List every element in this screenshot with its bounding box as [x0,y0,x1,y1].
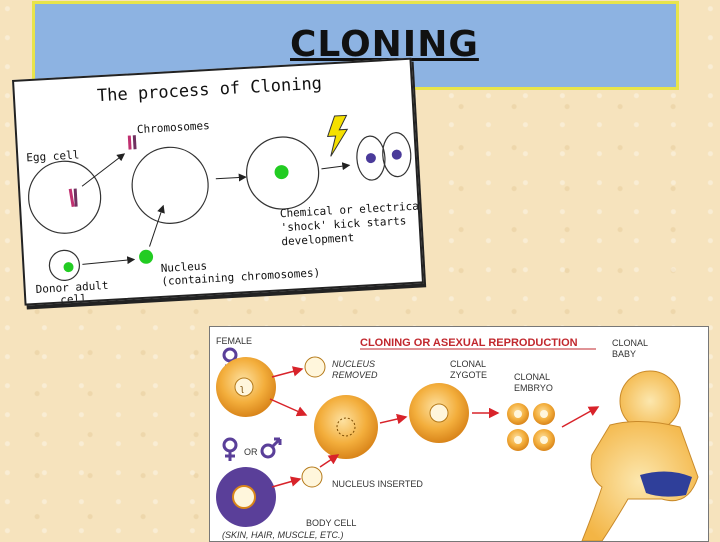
diagram-heading: CLONING OR ASEXUAL REPRODUCTION [360,337,578,349]
cloning-process-diagram: The process of Cloning Chromosomes Egg c… [12,57,424,306]
lightning-bolt-icon [326,114,349,157]
free-nucleus [139,249,154,264]
donor-label-2: cell [60,292,87,303]
zygote-arrow [379,413,408,425]
empty-nucleus-site [336,417,356,437]
donor-adult-cell [48,249,81,281]
clonal-embryo [507,403,555,451]
enucleated-egg [314,395,378,459]
extract-donor-arrow [271,476,302,488]
baby-arrow [561,406,600,428]
body-cell-nucleus [232,485,256,509]
donor-label-1: Donor adult [35,279,108,296]
clonal-zygote-label-2: ZYGOTE [450,370,487,380]
egg-cell [28,160,102,234]
egg-cell-label: Egg cell [26,148,80,164]
donor-nucleus [63,262,74,273]
extracted-chromosomes-icon [127,135,137,150]
zygote-nucleus [429,403,449,423]
or-label: OR [244,447,258,457]
remove-arrow [271,366,304,378]
inserted-nucleus [274,165,289,180]
chromosomes-label: Chromosomes [137,119,210,136]
egg-nucleus [234,377,254,397]
clonal-baby-figure [581,370,699,541]
nucleus-removed-label-1: NUCLEUS [332,359,375,369]
enucleated-egg-cell [131,146,209,224]
division-arrow [321,162,351,171]
nucleus-label-1: Nucleus [160,259,207,275]
clonal-embryo-label-1: CLONAL [514,372,550,382]
donor-nucleus [301,466,323,488]
asexual-reproduction-svg: FEMALE CLONING OR ASEXUAL REPRODUCTION C… [216,336,699,541]
nucleus-inserted-label: NUCLEUS INSERTED [332,479,423,489]
clonal-baby-label-2: BABY [612,349,636,359]
removed-nucleus [304,356,326,378]
clonal-embryo-label-2: EMBRYO [514,383,553,393]
extract-arrow [81,153,126,187]
dividing-cells [356,132,412,181]
body-cell-label-1: BODY CELL [306,518,356,528]
clonal-baby-label-1: CLONAL [612,338,648,348]
shock-label-3: development [281,231,354,248]
enucleated-arrow [269,398,308,417]
asexual-reproduction-diagram: FEMALE CLONING OR ASEXUAL REPRODUCTION C… [209,326,709,542]
extract-nucleus-arrow [82,256,136,265]
clonal-zygote-label-1: CLONAL [450,359,486,369]
chromosome-glyph: ʅ [240,384,244,394]
insert-arrow [319,454,340,468]
insert-nucleus-arrow [149,204,165,247]
female-or-male-symbols-icon [222,437,282,461]
female-label: FEMALE [216,336,252,346]
nucleus-removed-label-2: REMOVED [332,370,378,380]
process-heading: The process of Cloning [96,74,322,107]
body-cell-label-2: (SKIN, HAIR, MUSCLE, ETC.) [222,530,344,540]
reconstructed-egg-cell [246,136,320,210]
egg-chromosomes-icon [68,188,78,208]
fuse-arrow [215,173,247,182]
cloning-process-svg: The process of Cloning Chromosomes Egg c… [26,74,422,304]
